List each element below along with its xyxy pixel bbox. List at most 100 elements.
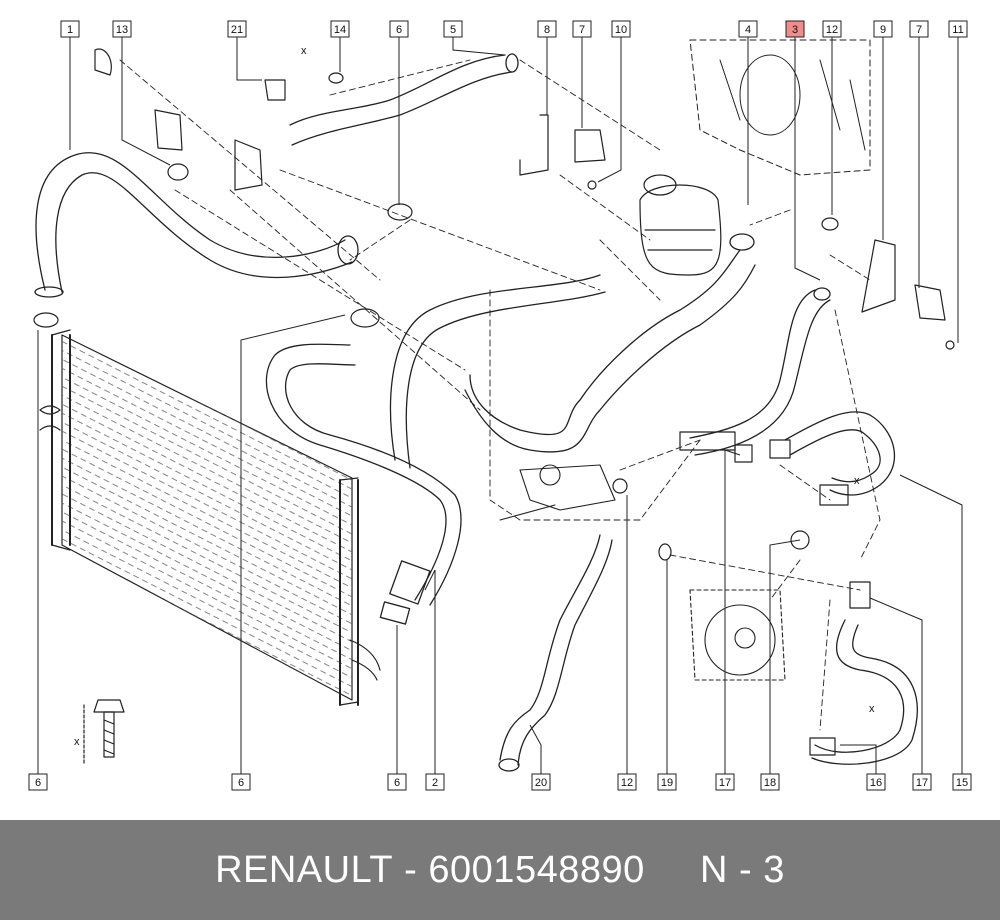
callout-box: [866, 773, 886, 791]
hose-2: [265, 343, 462, 625]
callout-number: 7: [916, 24, 922, 36]
callout-number: 17: [719, 777, 731, 789]
callout-box: [715, 773, 735, 791]
callout-bottom-3: 2: [425, 773, 445, 791]
leader-line: [724, 449, 741, 775]
expansion-tank: [639, 174, 722, 276]
bolt-detail: [83, 699, 125, 766]
callout-top-6: 8: [537, 20, 557, 38]
callout-box: [28, 773, 48, 791]
callout-bottom-1: 6: [231, 773, 251, 791]
callout-box: [760, 773, 780, 791]
hose-5: [289, 53, 519, 146]
callout-box: [873, 20, 893, 38]
callout-top-3: 14: [330, 20, 350, 38]
clips: [33, 48, 955, 756]
leader-line: [869, 597, 923, 775]
callout-number: 6: [394, 777, 400, 789]
callout-number: 16: [870, 777, 882, 789]
callout-box: [112, 20, 132, 38]
callout-number: 19: [661, 777, 673, 789]
leader-line: [121, 36, 171, 166]
callout-box: [657, 773, 677, 791]
leader-line: [452, 36, 506, 56]
callout-number: 10: [615, 24, 627, 36]
callout-number: 4: [745, 24, 751, 36]
callout-box: [785, 20, 805, 38]
engine-block: [689, 39, 871, 176]
callout-top-9: 4: [738, 20, 758, 38]
callout-box: [952, 773, 972, 791]
thermostat-housing: [499, 464, 616, 521]
callout-number: 17: [916, 777, 928, 789]
callout-bottom-8: 18: [760, 773, 780, 791]
callout-number: 8: [544, 24, 550, 36]
leader-line: [529, 724, 542, 775]
callout-top-8: 10: [611, 20, 631, 38]
callout-top-13: 7: [909, 20, 929, 38]
callout-bottom-0: 6: [28, 773, 48, 791]
callout-box: [443, 20, 463, 38]
callout-number: 2: [432, 777, 438, 789]
callout-top-2: 21: [227, 20, 247, 38]
leader-line: [597, 36, 622, 183]
callout-number: 15: [956, 777, 968, 789]
axis-mark-x: x: [869, 703, 875, 715]
callout-bottom-4: 20: [531, 773, 551, 791]
axis-mark-x: x: [301, 45, 307, 57]
callout-box: [387, 773, 407, 791]
callout-top-12: 9: [873, 20, 893, 38]
parts-diagram: 1132114658710431297116662201219171816171…: [28, 20, 972, 791]
callout-box: [60, 20, 80, 38]
callout-number: 18: [764, 777, 776, 789]
callout-bottom-7: 17: [715, 773, 735, 791]
callout-number: 12: [621, 777, 633, 789]
callout-bottom-5: 12: [617, 773, 637, 791]
callout-box: [531, 773, 551, 791]
callout-box: [537, 20, 557, 38]
hose-3: [689, 287, 831, 456]
leader-line: [794, 36, 821, 281]
footer-spacer: [645, 849, 700, 892]
callout-number: 3: [792, 24, 798, 36]
axis-mark-x: x: [854, 475, 860, 487]
callout-box: [227, 20, 247, 38]
callout-box: [909, 20, 929, 38]
leader-line: [240, 314, 346, 775]
callout-top-4: 6: [389, 20, 409, 38]
callout-number: 9: [880, 24, 886, 36]
hose-16: [811, 619, 918, 765]
callout-top-1: 13: [112, 20, 132, 38]
callout-box: [572, 20, 592, 38]
footer-brand: RENAULT: [215, 848, 394, 891]
callout-box: [611, 20, 631, 38]
callout-bottom-10: 17: [912, 773, 932, 791]
callout-box: [425, 773, 445, 791]
callout-box: [948, 20, 968, 38]
leader-line: [899, 474, 963, 775]
leader-line: [769, 539, 801, 775]
axis-mark-x: x: [74, 736, 80, 748]
callout-top-0: 1: [60, 20, 80, 38]
callout-box: [738, 20, 758, 38]
callout-box: [822, 20, 842, 38]
hose-20: [498, 534, 613, 772]
callout-number: 21: [231, 24, 243, 36]
callout-number: 6: [238, 777, 244, 789]
callout-number: 7: [579, 24, 585, 36]
callout-number: 13: [116, 24, 128, 36]
footer-separator: -: [393, 848, 429, 891]
callout-bottom-9: 16: [866, 773, 886, 791]
leader-line: [236, 36, 262, 81]
hose-4: [389, 233, 756, 469]
leader-lines: [37, 36, 963, 775]
callout-bottom-11: 15: [952, 773, 972, 791]
footer-banner: RENAULT - 6001548890 N - 3: [0, 820, 1000, 920]
callout-number: 6: [396, 24, 402, 36]
callout-number: 11: [952, 24, 963, 36]
callout-number: 5: [450, 24, 456, 36]
callout-box: [231, 773, 251, 791]
footer-part-number: 6001548890: [428, 848, 645, 891]
